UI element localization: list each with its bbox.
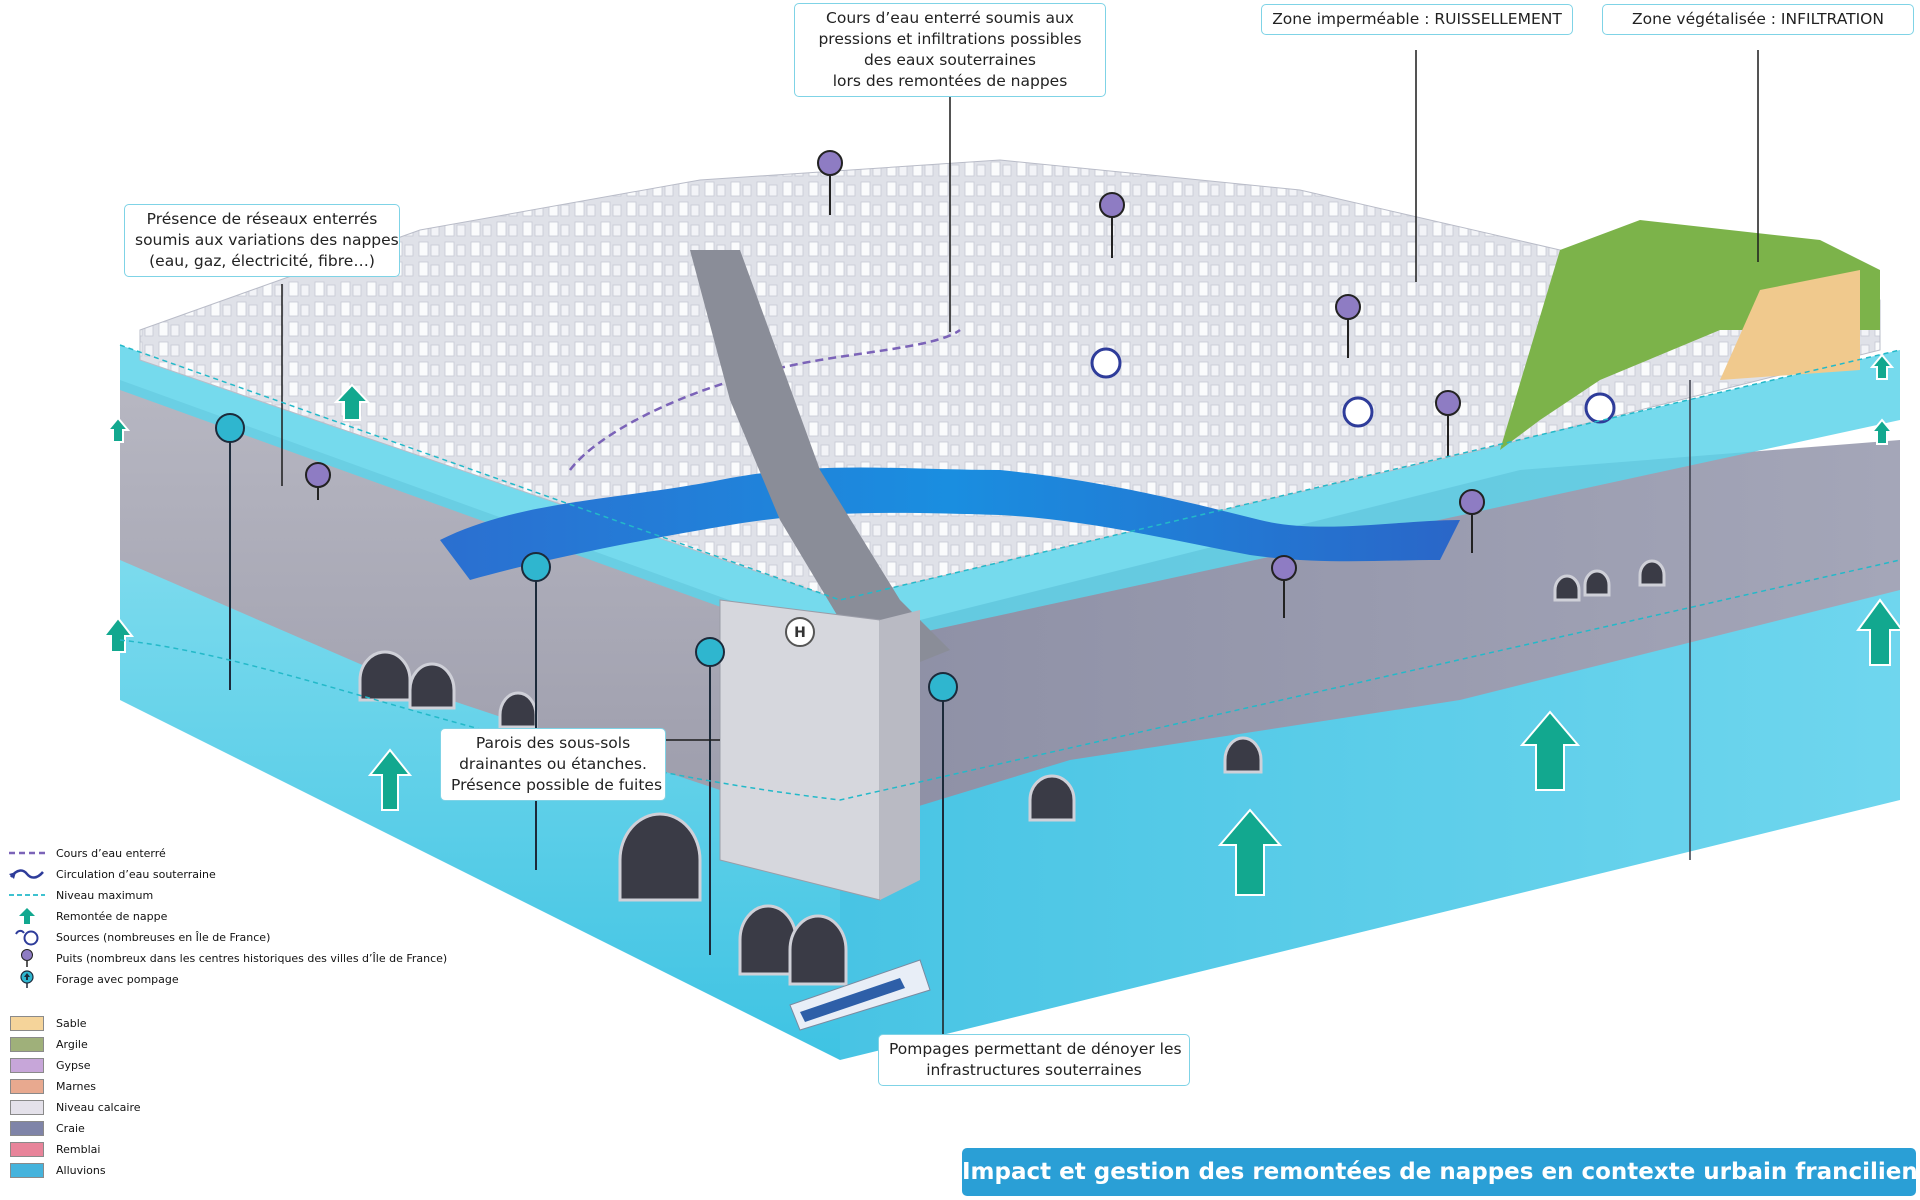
callout-line: Pompages permettant de dénoyer les: [889, 1040, 1182, 1058]
marl-swatch: [10, 1078, 44, 1094]
sand-slope: [1720, 270, 1860, 380]
legend-label: Cours d’eau enterré: [56, 846, 166, 860]
callout-line: soumis aux variations des nappes: [135, 231, 399, 249]
tunnel-arches: [358, 559, 1666, 986]
legend-label: Gypse: [56, 1058, 91, 1072]
legend-layer: Craie: [6, 1119, 85, 1137]
legend-layer: Alluvions: [6, 1161, 106, 1179]
callout-line: infrastructures souterraines: [926, 1061, 1142, 1079]
legend-label: Craie: [56, 1121, 85, 1135]
legend-item: Niveau maximum: [6, 886, 153, 904]
springs: [1090, 347, 1616, 428]
callout-vegetated-zone: Zone végétalisée : INFILTRATION: [1602, 4, 1914, 35]
legend-layer: Remblai: [6, 1140, 100, 1158]
river: [440, 467, 1460, 580]
callout-basement-walls: Parois des sous-sols drainantes ou étanc…: [440, 728, 666, 801]
rising-groundwater-arrows: [101, 353, 1904, 896]
legend-label: Alluvions: [56, 1163, 106, 1177]
legend-layer: Gypse: [6, 1056, 91, 1074]
legend-label: Marnes: [56, 1079, 97, 1093]
spring-circle-icon: [6, 928, 48, 946]
legend-label: Niveau maximum: [56, 888, 154, 902]
gypsum-swatch: [10, 1057, 44, 1073]
legend-label: Remontée de nappe: [56, 909, 168, 923]
legend-item: Forage avec pompage: [6, 970, 179, 988]
fill-swatch: [10, 1141, 44, 1157]
callout-line: Présence possible de fuites: [451, 776, 663, 794]
limestone-swatch: [10, 1099, 44, 1115]
sand-swatch: [10, 1015, 44, 1031]
clay-swatch: [10, 1036, 44, 1052]
up-arrow-icon: [6, 907, 48, 925]
diagram-title: Impact et gestion des remontées de nappe…: [962, 1148, 1918, 1196]
legend-label: Argile: [56, 1037, 88, 1051]
callout-line: Zone végétalisée : INFILTRATION: [1632, 10, 1884, 28]
legend-label: Sources (nombreuses en Île de France): [56, 930, 271, 944]
callout-line: des eaux souterraines: [863, 51, 1037, 69]
callout-line: Zone imperméable : RUISSELLEMENT: [1272, 10, 1562, 28]
svg-text:H: H: [794, 625, 806, 641]
callout-pumping: Pompages permettant de dénoyer les infra…: [878, 1034, 1190, 1086]
rock-right-face: [840, 440, 1900, 830]
highway: [690, 250, 950, 670]
well-pin-icon: [6, 949, 48, 967]
callout-buried-networks: Présence de réseaux enterrés soumis aux …: [124, 204, 400, 277]
callout-leaders: [281, 50, 1759, 1037]
legend-item: Puits (nombreux dans les centres histori…: [6, 949, 447, 967]
legend-label: Niveau calcaire: [56, 1100, 141, 1114]
aquifer-right: [840, 570, 1900, 1060]
legend-layer: Sable: [6, 1014, 87, 1032]
legend-item: Remontée de nappe: [6, 907, 167, 925]
callout-line: pressions et infiltrations possibles: [818, 30, 1082, 48]
legend-item: Cours d’eau enterré: [6, 844, 166, 862]
buried-stream-line: [569, 328, 961, 471]
borehole-pumps: [215, 413, 958, 1000]
callout-line: Cours d’eau enterré soumis aux: [826, 9, 1074, 27]
upper-water-band: [120, 345, 1900, 650]
callout-line: Parois des sous-sols: [475, 734, 631, 752]
dashed-cyan-line-icon: [6, 886, 48, 904]
callout-line: Présence de réseaux enterrés: [146, 210, 378, 228]
train-icon: [789, 959, 931, 1031]
legend-layer: Argile: [6, 1035, 88, 1053]
callout-line: lors des remontées de nappes: [832, 72, 1068, 90]
dashed-purple-line-icon: [6, 844, 48, 862]
callout-buried-stream: Cours d’eau enterré soumis aux pressions…: [794, 3, 1106, 97]
alluvium-swatch: [10, 1162, 44, 1178]
legend-item: Sources (nombreuses en Île de France): [6, 928, 270, 946]
legend-layer: Niveau calcaire: [6, 1098, 141, 1116]
vegetated-hill: [1500, 220, 1880, 450]
callout-line: drainantes ou étanches.: [459, 755, 647, 773]
parking-building-side: [880, 610, 920, 900]
legend-label: Forage avec pompage: [56, 972, 179, 986]
wells: [305, 150, 1485, 618]
legend-layer: Marnes: [6, 1077, 96, 1095]
legend-label: Remblai: [56, 1142, 101, 1156]
rock-front-face: [120, 380, 840, 830]
legend-label: Circulation d’eau souterraine: [56, 867, 216, 881]
legend-label: Puits (nombreux dans les centres histori…: [56, 951, 448, 965]
helipad-icon: [785, 617, 815, 647]
chalk-swatch: [10, 1120, 44, 1136]
max-level-lines: [119, 344, 1901, 801]
wavy-arrow-icon: [6, 865, 48, 883]
legend-label: Sable: [56, 1016, 87, 1030]
borehole-pump-icon: [6, 970, 48, 988]
legend-item: Circulation d’eau souterraine: [6, 865, 216, 883]
callout-line: (eau, gaz, électricité, fibre…): [149, 252, 375, 270]
callout-impermeable-zone: Zone imperméable : RUISSELLEMENT: [1261, 4, 1573, 35]
